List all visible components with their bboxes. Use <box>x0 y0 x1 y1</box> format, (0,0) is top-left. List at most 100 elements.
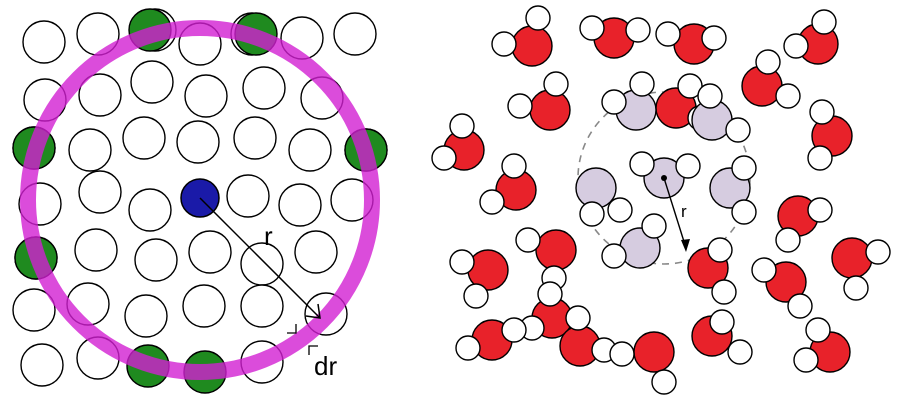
water-molecule <box>449 249 509 309</box>
radius-label-left: r <box>264 221 273 251</box>
lattice-particle <box>124 294 168 338</box>
hydrogen-atom <box>655 21 681 47</box>
lattice-particle <box>188 230 232 274</box>
hydrogen-atom <box>807 145 833 171</box>
water-molecule <box>479 153 537 215</box>
dr-label: dr <box>314 351 337 381</box>
lattice-particle <box>22 20 66 64</box>
oxygen-atom <box>633 331 675 373</box>
hydrogen-atom <box>751 257 777 283</box>
hydrogen-atom <box>731 155 757 181</box>
hydrogen-atom <box>463 283 489 309</box>
first-shell-molecule <box>601 213 667 269</box>
hydrogen-atom <box>629 151 655 177</box>
water-molecule <box>431 113 485 171</box>
hydrogen-atom <box>677 73 703 99</box>
lattice-particle <box>122 116 166 160</box>
hydrogen-atom <box>543 71 569 97</box>
hydrogen-atom <box>609 341 635 367</box>
water-molecule <box>793 317 851 373</box>
radius-arrow-right-head <box>681 239 690 252</box>
lattice-particle <box>68 128 112 172</box>
oxygen-atom <box>511 25 553 67</box>
lattice-particle <box>242 66 286 110</box>
water-molecule <box>559 305 617 367</box>
lattice-particle <box>233 116 277 160</box>
hydrogen-atom <box>525 5 551 31</box>
lattice-particle <box>278 183 322 227</box>
hydrogen-atom <box>565 305 591 331</box>
hydrogen-atom <box>843 275 869 301</box>
lattice-particle <box>240 284 284 328</box>
hydrogen-atom <box>709 309 735 335</box>
lattice-particle <box>333 12 377 56</box>
hydrogen-atom <box>775 227 801 253</box>
lattice-particle <box>294 230 338 274</box>
water-molecule <box>687 237 737 305</box>
hydrogen-atom <box>805 317 831 343</box>
hydrogen-atom <box>601 89 627 115</box>
hydrogen-atom <box>727 339 753 365</box>
hydrogen-atom <box>491 31 517 57</box>
hydrogen-atom <box>449 249 475 275</box>
water-molecule <box>579 15 651 59</box>
hydrogen-atom <box>431 145 457 171</box>
lattice-particle <box>78 73 122 117</box>
hydrogen-atom <box>811 9 837 35</box>
hydrogen-atom <box>501 317 527 343</box>
hydrogen-atom <box>449 113 475 139</box>
water-molecule <box>807 99 853 171</box>
water-molecule <box>691 309 753 365</box>
hydrogen-atom <box>787 293 813 319</box>
oxygen-atom <box>535 229 577 271</box>
water-molecule <box>455 317 527 361</box>
hydrogen-atom <box>675 153 701 179</box>
hydrogen-atom <box>607 197 633 223</box>
dr-marker-inner <box>287 324 297 334</box>
radius-label-right: r <box>681 202 687 221</box>
oxygen-atom <box>529 89 571 131</box>
left-panel-lattice: r dr <box>12 8 388 394</box>
water-molecule <box>831 237 891 301</box>
hydrogen-atom <box>865 239 891 265</box>
lattice-particle <box>20 343 64 387</box>
radius-arrow-head <box>305 303 321 319</box>
lattice-particle <box>74 228 118 272</box>
lattice-particle <box>176 120 220 164</box>
dr-marker-outer <box>308 345 318 355</box>
water-molecule <box>741 49 801 109</box>
lattice-particle <box>240 242 284 286</box>
hydrogen-atom <box>651 369 677 395</box>
lattice-particle <box>288 128 332 172</box>
hydrogen-atom <box>701 25 727 51</box>
hydrogen-atom <box>731 199 757 225</box>
hydrogen-atom <box>807 197 833 223</box>
lattice-particle <box>134 238 178 282</box>
hydrogen-atom <box>783 33 809 59</box>
hydrogen-atom <box>515 227 541 253</box>
water-molecule <box>751 257 813 319</box>
hydrogen-atom <box>697 83 723 109</box>
water-molecule <box>491 5 553 67</box>
water-molecules <box>431 5 891 395</box>
lattice-particle <box>12 288 56 332</box>
hydrogen-atom <box>601 243 627 269</box>
first-shell-molecule <box>691 83 751 143</box>
hydrogen-atom <box>537 281 563 307</box>
first-shell-molecule <box>629 151 701 199</box>
shell-ring <box>20 20 380 380</box>
hydrogen-atom <box>579 201 605 227</box>
hydrogen-atom <box>455 335 481 361</box>
right-panel-water: r <box>431 5 891 395</box>
hydrogen-atom <box>507 93 533 119</box>
lattice-particle <box>78 170 122 214</box>
hydrogen-atom <box>755 49 781 75</box>
first-shell-molecule <box>601 71 657 131</box>
hydrogen-atom <box>625 17 651 43</box>
hydrogen-atom <box>809 99 835 125</box>
radius-arrow-right <box>663 177 687 249</box>
hydrogen-atom <box>629 71 655 97</box>
radius-arrow <box>199 197 321 319</box>
lattice-particle <box>130 60 174 104</box>
